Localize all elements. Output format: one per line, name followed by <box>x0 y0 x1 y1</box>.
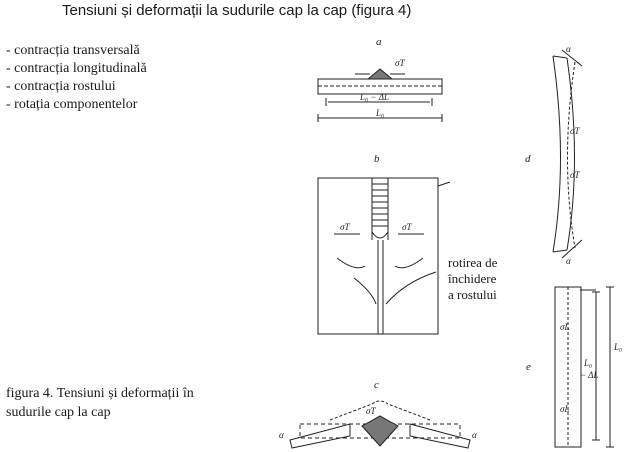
panel-label-d: d <box>525 153 531 165</box>
l0-minus-dl-label: L₀ − ΔL <box>359 92 389 102</box>
annotation-line: rotirea de <box>448 255 498 270</box>
delta-l-label: − ΔL <box>580 370 598 380</box>
alpha-label: α <box>279 430 284 440</box>
page-title: Tensiuni și deformații la sudurile cap l… <box>62 2 412 19</box>
list-item: - contracția longitudinală <box>6 61 147 76</box>
sigma-t-label: σT <box>570 170 580 180</box>
panel-label-b: b <box>374 153 380 165</box>
sigma-t-label: σT <box>402 222 412 232</box>
sigma-l-label: σL <box>560 322 569 332</box>
panel-label-e: e <box>526 361 531 373</box>
sigma-l-label: σL <box>560 404 569 414</box>
alpha-label: α <box>472 430 477 440</box>
sigma-t-label: σT <box>340 222 350 232</box>
sigma-t-label: σT <box>366 406 376 416</box>
panel-b-longitudinal-shrinkage <box>317 177 451 335</box>
annotation-line: închidere <box>448 271 497 286</box>
list-item: - rotația componentelor <box>6 97 138 112</box>
l0-label: L₀ <box>583 358 592 368</box>
list-item: - contracția transversală <box>6 43 140 58</box>
panel-c-angular-distortion <box>289 400 471 449</box>
annotation-line: a rostului <box>448 287 497 302</box>
panel-label-c: c <box>374 379 379 391</box>
l0-label: L₀ <box>375 108 384 118</box>
panel-label-a: a <box>376 36 382 48</box>
alpha-label: α <box>566 256 571 266</box>
caption-line: sudurile cap la cap <box>6 405 111 420</box>
panel-e-longitudinal-contraction <box>554 286 614 448</box>
caption-line: figura 4. Tensiuni și deformații în <box>6 386 194 401</box>
sigma-t-label: σT <box>395 58 405 68</box>
panel-d-bent-plate <box>552 49 583 259</box>
deformation-list: - contracția transversală - contracția l… <box>6 42 147 114</box>
alpha-label: α <box>566 44 571 54</box>
list-item: - contracția rostului <box>6 79 116 94</box>
sigma-t-label: σT <box>570 126 580 136</box>
figure-caption: figura 4. Tensiuni și deformații în sudu… <box>6 384 266 422</box>
panel-a-transverse-shrinkage <box>317 68 443 122</box>
l0-label: L₀ <box>613 342 622 352</box>
